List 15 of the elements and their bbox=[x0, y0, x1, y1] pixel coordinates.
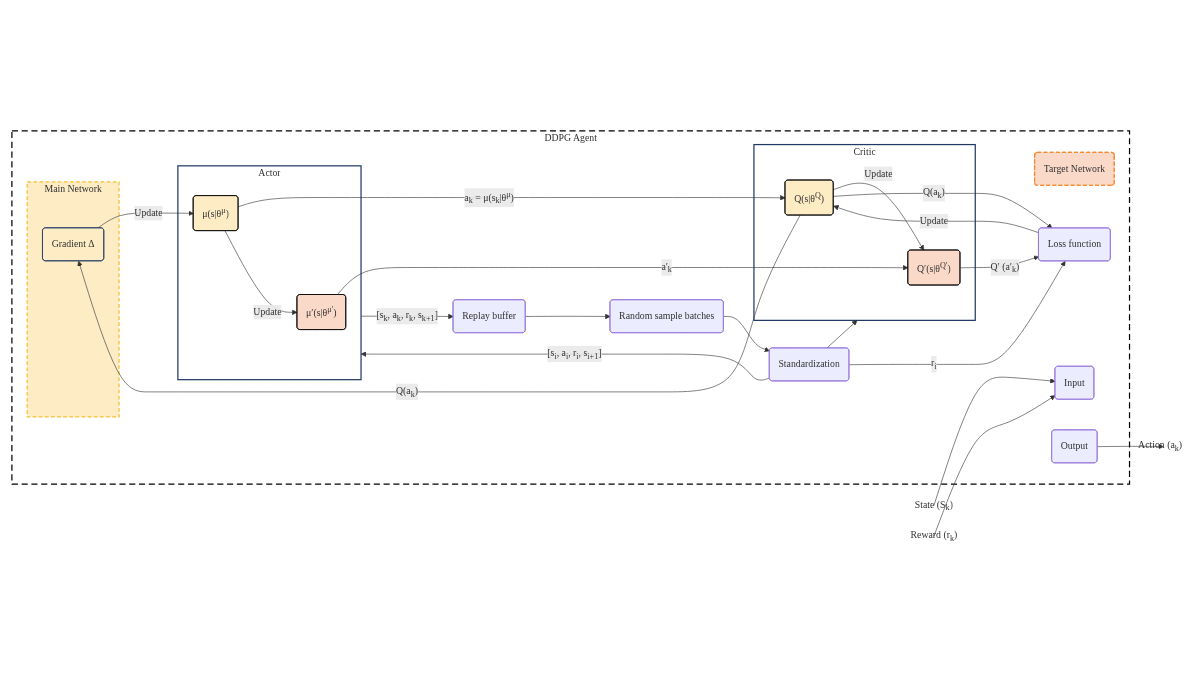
edge-label: Update bbox=[919, 216, 948, 227]
edge-label: a$_{k}$ = μ(s$_{k}$|θ$^{μ}$) bbox=[464, 189, 514, 206]
edge-label: [s$_{i}$, a$_{i}$, r$_{i}$, s$_{i+1}$] bbox=[547, 347, 602, 361]
edge-label: Update bbox=[864, 168, 893, 179]
edge-label: Q(a$_{k}$) bbox=[396, 385, 419, 399]
edge-label: Update bbox=[253, 306, 282, 318]
edge-label: Q′ (a′$_{k}$) bbox=[990, 261, 1020, 275]
node-text: Reward (r$_{k}$) bbox=[910, 530, 958, 543]
node-text: State (S$_{k}$) bbox=[914, 499, 953, 513]
edge-label: r$_{i}$ bbox=[931, 358, 937, 372]
node-text: Action (a$_{k}$) bbox=[1138, 440, 1183, 454]
edge-label: [s$_{k}$, a$_{k}$, r$_{k}$, s$_{k+1}$] bbox=[376, 310, 438, 323]
edge-label: Q(a$_{k}$) bbox=[922, 187, 945, 201]
edge-label: a′$_{k}$ bbox=[661, 261, 672, 275]
edge-label: Update bbox=[134, 207, 163, 219]
